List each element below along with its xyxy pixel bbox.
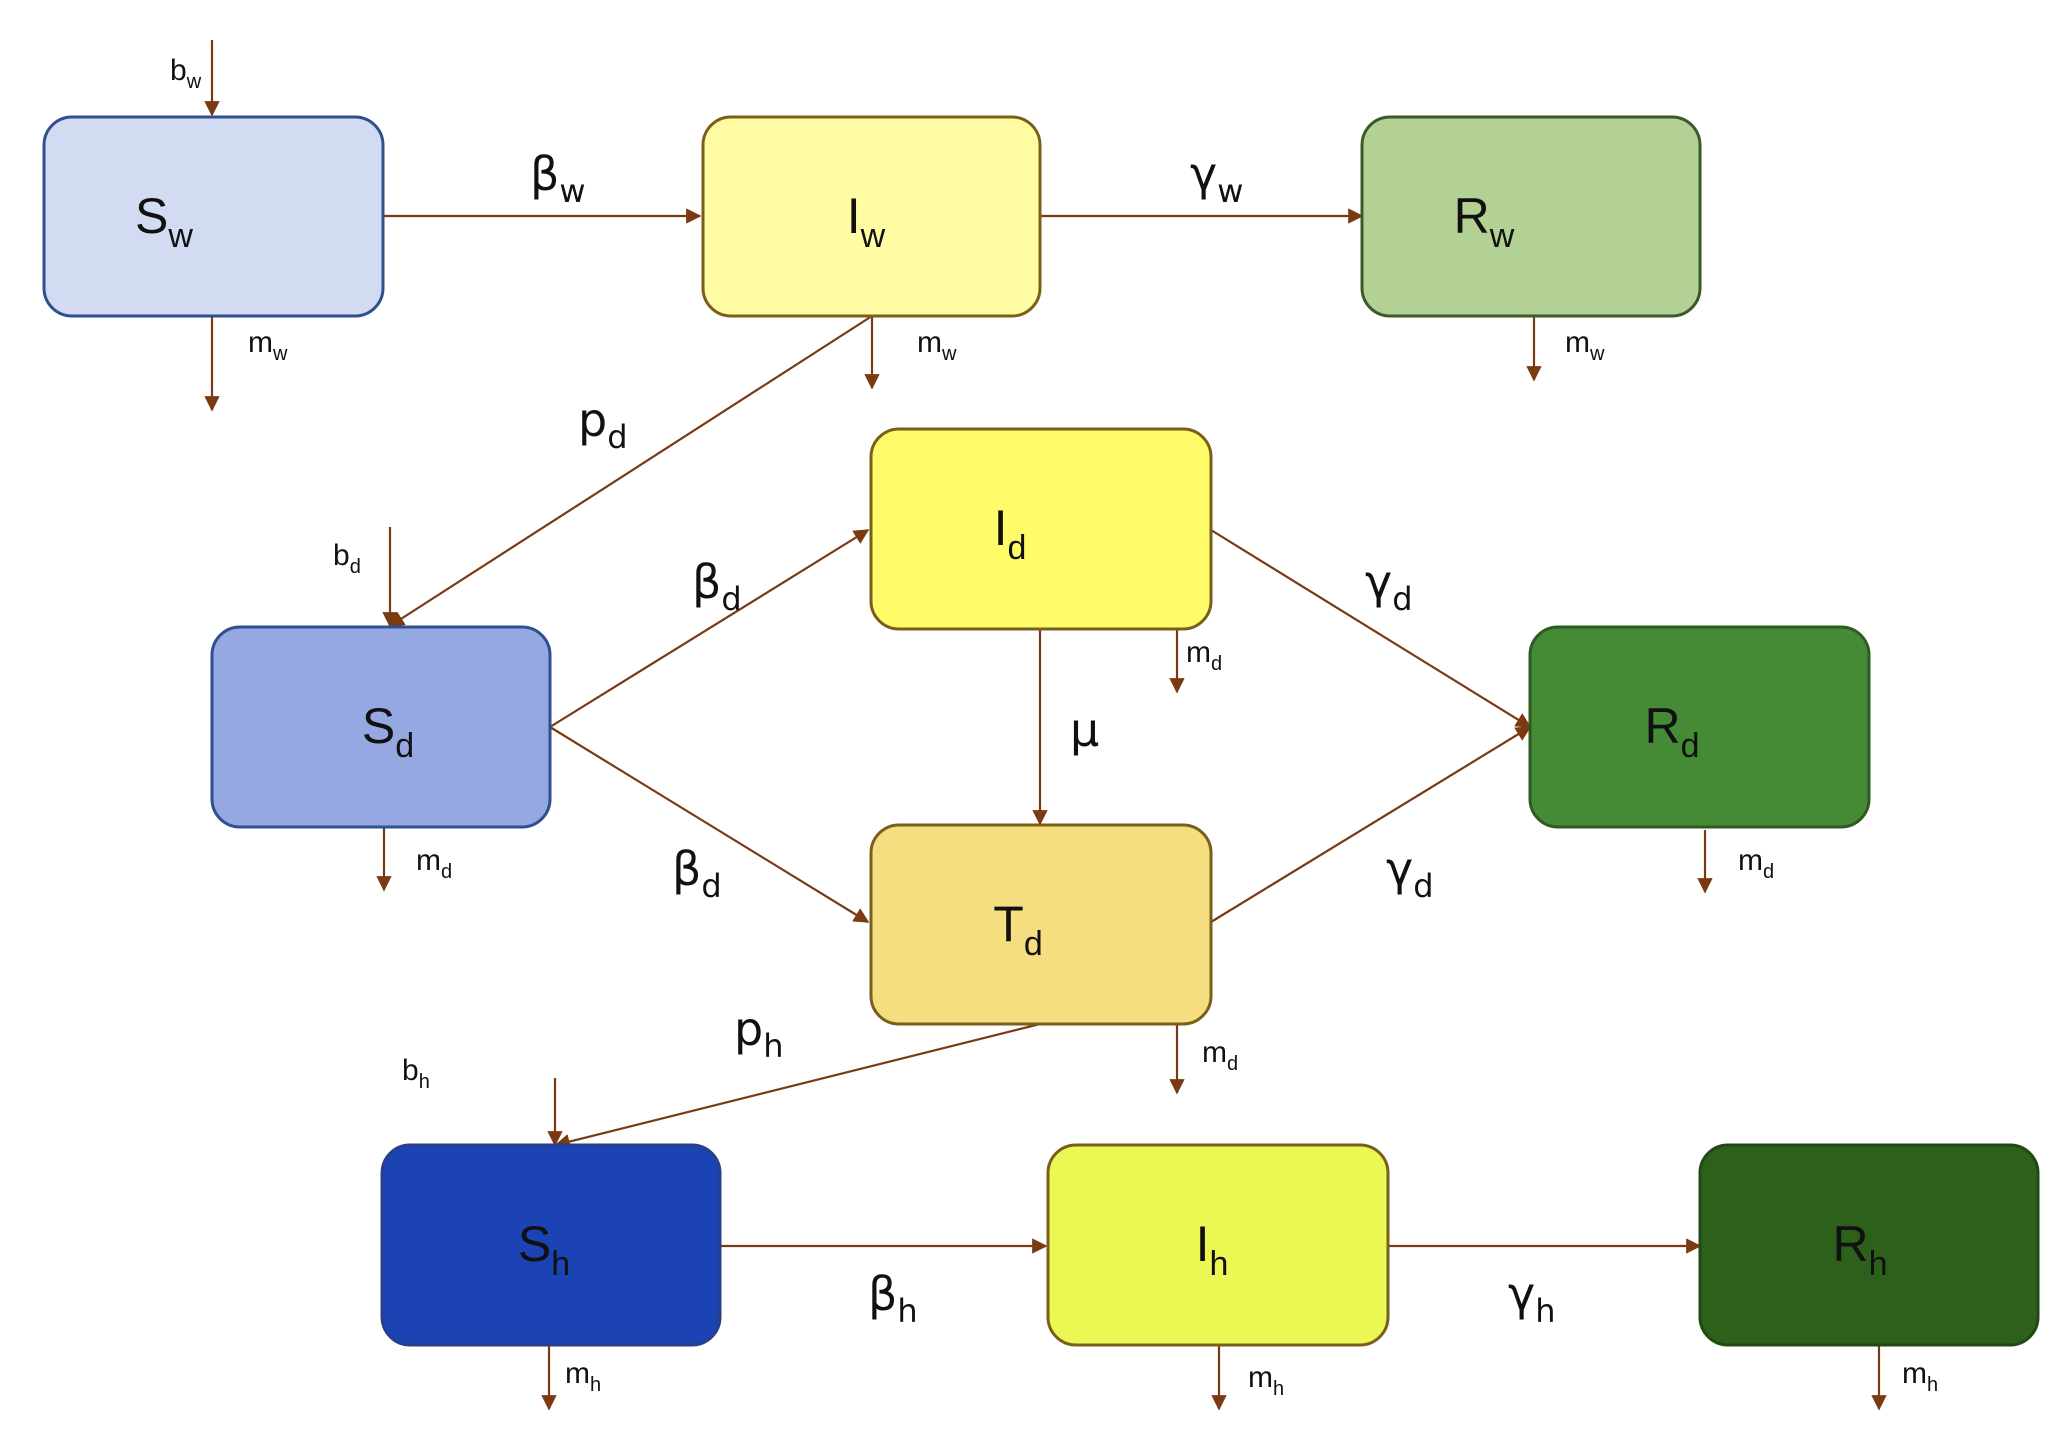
- birth-label-b-w: bw: [170, 54, 202, 93]
- compartment-Ih-label: Ih: [1196, 1216, 1229, 1283]
- arrow-Td-to-Rd: [1210, 726, 1532, 923]
- compartment-Sw-label: Sw: [135, 188, 193, 255]
- arrow-Sd-to-Id: [549, 529, 870, 728]
- mortality-label-Iw: mw: [917, 326, 957, 365]
- compartment-Rd-box: [1528, 625, 1871, 829]
- arrow-Sd-to-Td: [549, 726, 870, 923]
- mortality-label-Sw: mw: [248, 326, 288, 365]
- compartment-Sh-label: Sh: [518, 1216, 570, 1283]
- compartment-Td: Td: [869, 823, 1213, 1026]
- rate-label-beta-d-top: βd: [692, 555, 742, 618]
- mortality-label-Rh: mh: [1902, 1357, 1938, 1396]
- compartment-Sh: Sh: [380, 1143, 722, 1347]
- compartment-Rh: Rh: [1698, 1143, 2040, 1347]
- compartment-Sw: Sw: [42, 115, 385, 318]
- compartment-Rd-label: Rd: [1644, 698, 1699, 765]
- birth-labels: bw bd bh: [170, 54, 430, 1093]
- compartment-Rd: Rd: [1528, 625, 1871, 829]
- flow-arrows: [204, 40, 1887, 1411]
- rate-label-gamma-d-top: γd: [1365, 555, 1413, 618]
- compartment-Id: Id: [869, 427, 1213, 631]
- rate-label-beta-d-bottom: βd: [672, 842, 722, 905]
- compartment-Id-label: Id: [994, 500, 1027, 567]
- rate-label-gamma-h: γh: [1508, 1267, 1556, 1330]
- compartments: Sw Iw Rw Id Sd Rd Td Sh: [42, 115, 2040, 1347]
- compartment-Sw-box: [42, 115, 385, 318]
- rate-labels: βw γw pd βd βd γd γd μ ph βh γh: [530, 147, 1556, 1330]
- mortality-label-Td: md: [1202, 1036, 1238, 1075]
- compartment-Ih: Ih: [1046, 1143, 1390, 1347]
- mortality-label-Rw: mw: [1565, 326, 1605, 365]
- mortality-label-Rd: md: [1738, 844, 1774, 883]
- mortality-label-Ih: mh: [1248, 1361, 1284, 1400]
- rate-label-p-h: ph: [734, 1002, 783, 1065]
- compartment-Iw: Iw: [701, 115, 1042, 318]
- compartment-Iw-box: [701, 115, 1042, 318]
- mortality-label-Id: md: [1186, 636, 1222, 675]
- birth-label-b-h: bh: [402, 1054, 430, 1093]
- compartment-Sd: Sd: [210, 625, 552, 829]
- mortality-label-Sd: md: [416, 844, 452, 883]
- compartment-Td-box: [869, 823, 1213, 1026]
- arrow-Td-to-Sh: [554, 1022, 1041, 1150]
- compartment-Ih-box: [1046, 1143, 1390, 1347]
- compartment-Rw-box: [1360, 115, 1702, 318]
- rate-label-beta-h: βh: [868, 1267, 918, 1330]
- compartment-Iw-label: Iw: [847, 188, 886, 255]
- rate-label-gamma-d-bottom: γd: [1386, 842, 1434, 905]
- compartment-Rh-label: Rh: [1832, 1216, 1887, 1283]
- mortality-label-Sh: mh: [565, 1357, 601, 1396]
- compartment-Sh-box: [380, 1143, 722, 1347]
- compartment-Rw: Rw: [1360, 115, 1702, 318]
- rate-label-gamma-w: γw: [1190, 147, 1243, 210]
- compartment-Id-box: [869, 427, 1213, 631]
- compartment-Td-label: Td: [993, 896, 1042, 963]
- arrow-Iw-to-Sd: [388, 315, 873, 627]
- arrow-Id-to-Rd: [1210, 529, 1532, 728]
- rate-label-beta-w: βw: [530, 147, 586, 210]
- birth-label-b-d: bd: [333, 539, 361, 578]
- rate-label-mu: μ: [1070, 703, 1099, 757]
- compartment-Sd-label: Sd: [362, 698, 414, 765]
- mortality-labels: mw mw mw md md md md mh mh mh: [248, 326, 1938, 1400]
- compartment-Rh-box: [1698, 1143, 2040, 1347]
- compartment-Rw-label: Rw: [1454, 188, 1515, 255]
- rate-label-p-d: pd: [578, 393, 628, 456]
- compartment-Sd-box: [210, 625, 552, 829]
